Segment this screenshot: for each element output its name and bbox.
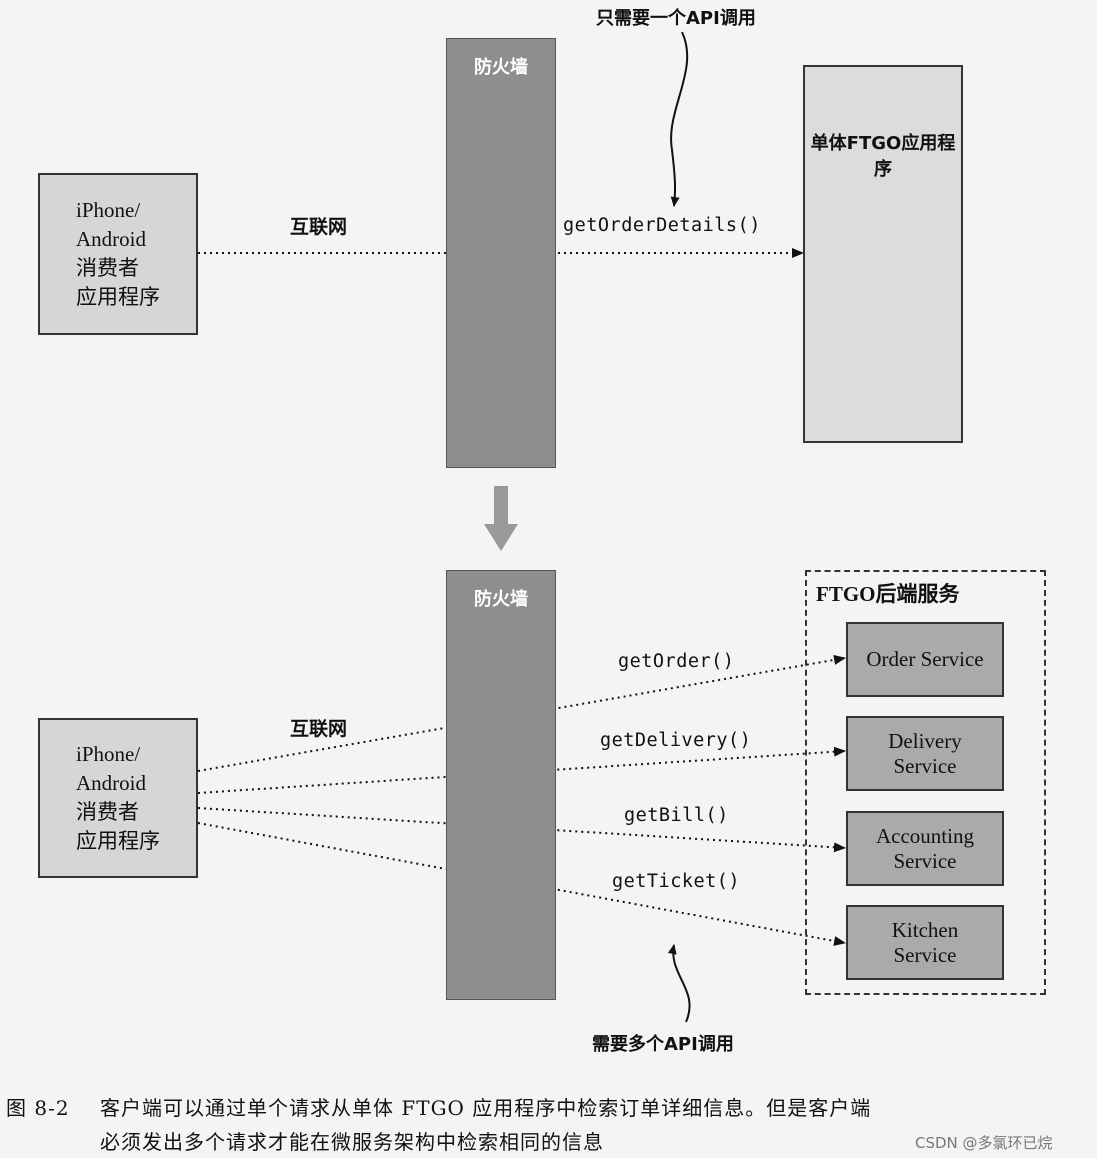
bottom-client-box: iPhone/ Android 消费者 应用程序 bbox=[38, 718, 198, 878]
bottom-annotation-arrow bbox=[667, 944, 691, 1023]
top-call-label: getOrderDetails() bbox=[563, 215, 761, 236]
top-client-box: iPhone/ Android 消费者 应用程序 bbox=[38, 173, 198, 335]
monolith-label: 单体FTGO应用程序 bbox=[810, 133, 956, 180]
backend-title: FTGO后端服务 bbox=[816, 582, 960, 606]
bottom-firewall: 防火墙 bbox=[446, 570, 556, 1000]
delivery-service-label: Delivery Service bbox=[888, 728, 962, 778]
bottom-client-label: iPhone/ Android 消费者 应用程序 bbox=[76, 742, 160, 853]
delivery-service-box: Delivery Service bbox=[846, 716, 1004, 791]
call-arrow-ticket bbox=[197, 822, 846, 946]
caption-line-1: 客户端可以通过单个请求从单体 FTGO 应用程序中检索订单详细信息。但是客户端 bbox=[100, 1096, 872, 1120]
watermark: CSDN @多氯环已烷 bbox=[915, 1134, 1053, 1152]
top-firewall: 防火墙 bbox=[446, 38, 556, 468]
backend-services-group bbox=[805, 570, 1046, 995]
call-label-delivery: getDelivery() bbox=[600, 730, 752, 751]
figure-number: 图 8-2 bbox=[6, 1096, 70, 1120]
transition-arrow bbox=[484, 486, 518, 551]
top-internet-label: 互联网 bbox=[290, 216, 348, 238]
accounting-service-box: Accounting Service bbox=[846, 811, 1004, 886]
monolith-box: 单体FTGO应用程序 bbox=[803, 65, 963, 443]
top-client-label: iPhone/ Android 消费者 应用程序 bbox=[76, 198, 160, 309]
order-service-label: Order Service bbox=[866, 647, 984, 671]
bottom-annotation: 需要多个API调用 bbox=[592, 1034, 734, 1055]
bottom-internet-label: 互联网 bbox=[290, 718, 348, 740]
order-service-box: Order Service bbox=[846, 622, 1004, 697]
kitchen-service-box: Kitchen Service bbox=[846, 905, 1004, 980]
bottom-firewall-label: 防火墙 bbox=[474, 589, 528, 610]
call-arrow-order bbox=[197, 654, 846, 772]
top-annotation: 只需要一个API调用 bbox=[596, 8, 756, 29]
call-label-bill: getBill() bbox=[624, 805, 729, 826]
top-firewall-label: 防火墙 bbox=[474, 57, 528, 78]
kitchen-service-label: Kitchen Service bbox=[891, 917, 959, 967]
call-label-ticket: getTicket() bbox=[612, 871, 741, 892]
accounting-service-label: Accounting Service bbox=[876, 823, 974, 873]
caption-line-2: 必须发出多个请求才能在微服务架构中检索相同的信息 bbox=[100, 1130, 604, 1154]
top-annotation-arrow bbox=[670, 31, 689, 207]
call-label-order: getOrder() bbox=[618, 651, 735, 672]
